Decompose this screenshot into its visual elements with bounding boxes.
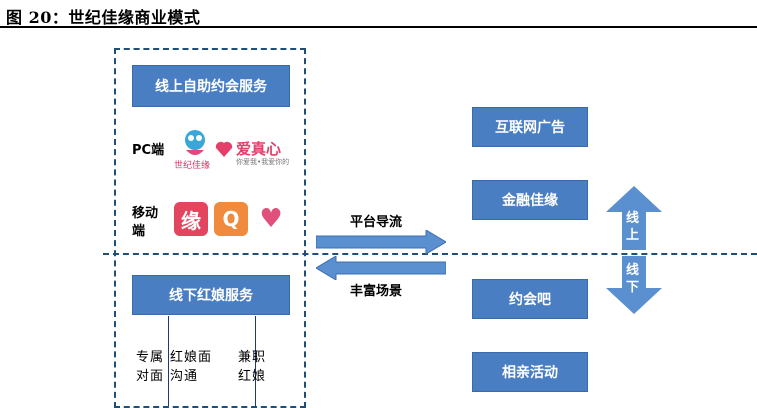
right-box-internet-ads: 互联网广告 [472, 107, 588, 147]
arrow-label-traffic: 平台导流 [350, 215, 403, 230]
offline-service-box: 线下红娘服务 [132, 275, 290, 315]
right-box-dating-bar: 约会吧 [472, 279, 588, 319]
arrow-up-icon [606, 186, 662, 250]
offline-item-parttime-line2: 红娘 [238, 369, 267, 384]
mobile-label-line2: 端 [132, 224, 146, 239]
app-icon-heart-bubble: ♥ [254, 202, 288, 236]
online-offline-divider [103, 253, 757, 255]
figure-title: 图 20：世纪佳缘商业模式 [6, 8, 201, 27]
pc-label: PC端 [132, 143, 165, 158]
offline-item-parttime-line1: 兼职 [238, 350, 267, 365]
title-rule [0, 26, 757, 28]
offline-connector-left [168, 316, 169, 406]
shijijiayuan-logo-text: 世纪佳缘 [174, 161, 211, 171]
offline-item-exclusive-line2: 对面 [136, 369, 165, 384]
arrow-left-icon [316, 256, 446, 280]
mobile-label-line1: 移动 [132, 206, 159, 221]
offline-item-exclusive-line1: 专属 [136, 350, 165, 365]
arrow-down-icon [606, 256, 662, 314]
aizhenxin-logo: 爱真心 你爱我•我爱你的 [214, 138, 294, 168]
down-arrow-label: 线下 [626, 263, 640, 295]
arrow-label-scenes: 丰富场景 [350, 284, 403, 299]
app-icon-yuan: 缘 [174, 202, 208, 236]
right-box-matchmaking-events: 相亲活动 [472, 352, 588, 392]
right-box-finance: 金融佳缘 [472, 180, 588, 220]
aizhenxin-logo-text: 爱真心 [236, 140, 282, 158]
arrow-right-icon [316, 230, 446, 254]
offline-item-faceface-line2: 沟通 [170, 369, 199, 384]
up-arrow-label: 线上 [626, 211, 640, 243]
app-icon-q: Q [214, 202, 248, 236]
aizhenxin-tagline: 你爱我•我爱你的 [236, 158, 290, 166]
offline-item-faceface-line1: 红娘面 [170, 350, 213, 365]
online-service-box: 线上自助约会服务 [132, 65, 290, 107]
shijijiayuan-logo: 世纪佳缘 [174, 128, 214, 172]
offline-connector-right [255, 316, 256, 406]
